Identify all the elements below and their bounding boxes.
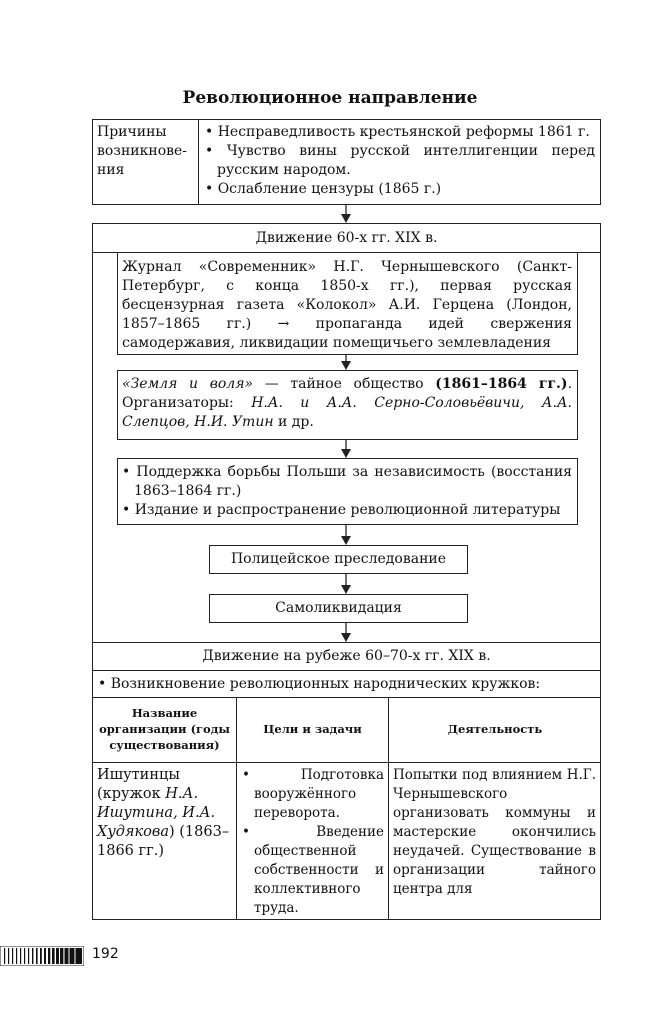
table-header-name: Название организации (годы существования…	[99, 706, 230, 752]
table-header-activity: Деятельность	[447, 722, 543, 736]
arrow-head	[341, 449, 351, 458]
cause-item: • Несправедливость крестьянской реформы …	[205, 124, 590, 140]
zemlya-volya-years: (1861–1864 гг.)	[435, 376, 568, 392]
movement-60s-box	[92, 223, 601, 920]
table-col-divider	[236, 697, 238, 920]
table-header-goals: Цели и задачи	[263, 722, 362, 736]
cause-item: • Ослабление цензуры (1865 г.)	[205, 181, 442, 197]
table-header-divider	[92, 762, 601, 764]
goal-item: • Подготовка вооружённого переворота.	[242, 767, 384, 821]
table-row-goals: • Подготовка вооружённого переворота. • …	[242, 766, 384, 918]
org-name: Ишутинцы (кружок	[97, 767, 180, 802]
divider	[92, 697, 601, 699]
activities-box: • Поддержка борьбы Польши за независимос…	[117, 458, 578, 525]
divider	[92, 642, 601, 644]
activities-list: • Поддержка борьбы Польши за независимос…	[122, 463, 572, 520]
table-row-activity: Попытки под влиянием Н.Г. Чернышевского …	[393, 767, 596, 897]
table-col-divider	[388, 697, 390, 920]
divider	[92, 670, 601, 672]
movement-6070-heading: Движение на рубеже 60–70-х гг. XIX в.	[202, 648, 491, 664]
zemlya-volya-box: «Земля и воля» — тайное общество (1861–1…	[117, 370, 578, 440]
table-row-name: Ишутинцы (кружок Н.А. Ишутина, И.А. Худя…	[97, 766, 233, 861]
zemlya-volya-end: и др.	[273, 414, 314, 430]
arrow-head	[341, 214, 351, 223]
journal-text: Журнал «Современник» Н.Г. Чернышевского …	[122, 259, 572, 351]
causes-box: Причины возникнове-ния • Несправедливост…	[92, 119, 601, 205]
arrow-head	[341, 361, 351, 370]
zemlya-volya-text: «Земля и воля» — тайное общество (1861–1…	[122, 375, 572, 432]
causes-list: • Несправедливость крестьянской реформы …	[205, 123, 595, 199]
zemlya-volya-dash: — тайное общество	[253, 376, 436, 392]
zemlya-volya-organizers: Н.А. и А.А. Серно-Соловьёвичи, А.А. Слеп…	[122, 395, 572, 430]
activity-item: • Издание и распространение революционно…	[122, 502, 561, 518]
arrow-head	[341, 585, 351, 594]
police-box: Полицейское преследование	[209, 545, 468, 574]
movement-60s-heading: Движение 60-х гг. XIX в.	[255, 230, 438, 246]
self-liquidation-box: Самоликвидация	[209, 594, 468, 623]
zemlya-volya-mid: . Организаторы:	[122, 376, 573, 411]
arrow-head	[341, 633, 351, 642]
page-title: Революционное направление	[182, 88, 478, 108]
page-number: 192	[92, 946, 119, 962]
cause-item: • Чувство вины русской интеллигенции пер…	[205, 143, 595, 178]
zemlya-volya-name: «Земля и воля»	[122, 376, 254, 392]
org-years: ) (1863–1866 гг.)	[97, 824, 230, 859]
journal-box: Журнал «Современник» Н.Г. Чернышевского …	[117, 252, 578, 355]
causes-divider	[198, 120, 200, 204]
movement-6070-bullet: • Возникновение революционных народничес…	[98, 676, 541, 692]
activity-item: • Поддержка борьбы Польши за независимос…	[122, 464, 572, 499]
arrow-head	[341, 536, 351, 545]
page-edge-bars	[0, 946, 84, 966]
causes-label: Причины возникнове-ния	[97, 124, 188, 178]
goal-item: • Введение общественной собственности и …	[242, 824, 384, 916]
org-leaders: Н.А. Ишутина, И.А. Худякова	[97, 786, 216, 840]
